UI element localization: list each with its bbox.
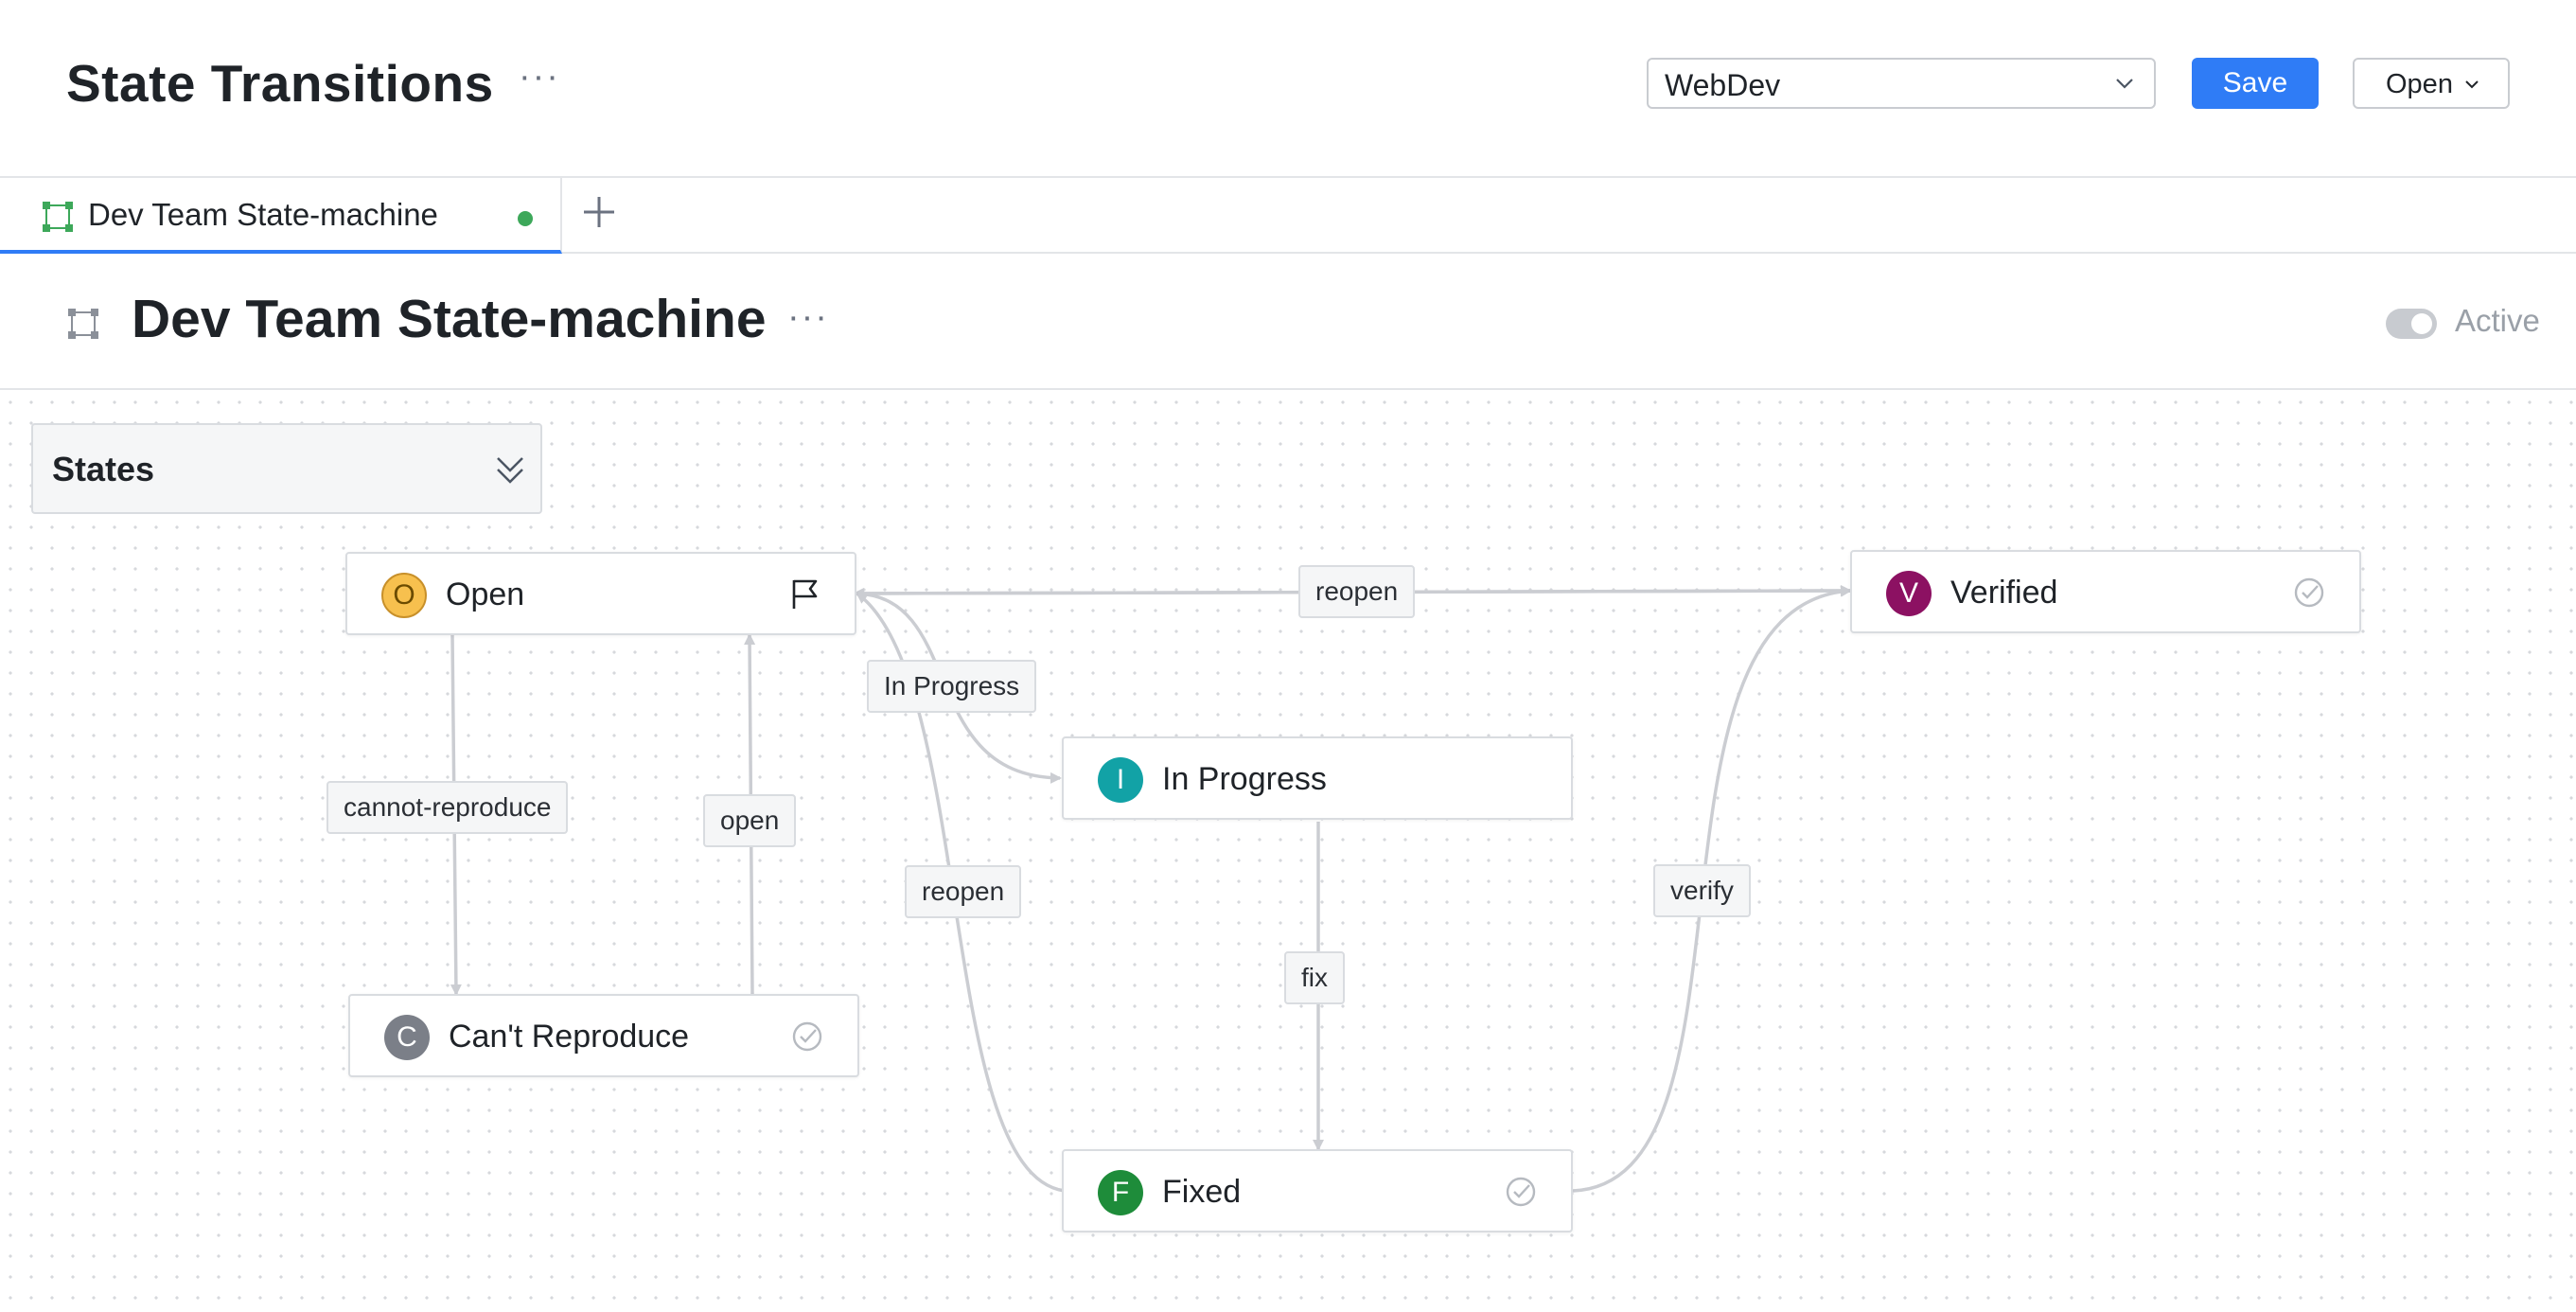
edge-label-verify[interactable]: verify — [1653, 864, 1751, 917]
unsaved-indicator — [518, 211, 533, 226]
edge-fixed-open[interactable] — [856, 592, 1066, 1193]
page-title: State Transitions — [66, 54, 494, 113]
more-options-icon[interactable]: ··· — [519, 57, 560, 97]
document-title: Dev Team State-machine — [132, 289, 767, 349]
check-circle-icon[interactable] — [789, 1019, 825, 1055]
edge-label-open[interactable]: open — [703, 794, 797, 847]
states-panel[interactable]: States — [31, 423, 542, 514]
flag-icon[interactable] — [786, 576, 822, 612]
state-badge: I — [1098, 757, 1143, 803]
state-node-verified[interactable]: V Verified — [1850, 550, 2361, 633]
toggle-knob — [2411, 313, 2432, 334]
state-badge: O — [381, 573, 427, 618]
edge-label-in-progress[interactable]: In Progress — [867, 660, 1037, 713]
state-name: In Progress — [1162, 761, 1327, 797]
document-more-icon[interactable]: ··· — [787, 297, 829, 337]
state-node-open[interactable]: O Open — [345, 552, 856, 635]
diagram-canvas[interactable] — [0, 392, 2576, 1312]
page-header: State Transitions ··· WebDev Save Open — [0, 0, 2576, 178]
states-panel-label: States — [52, 450, 155, 488]
state-name: Verified — [1950, 575, 2058, 611]
state-name: Fixed — [1162, 1174, 1242, 1210]
state-name: Can't Reproduce — [449, 1019, 690, 1055]
add-tab-icon[interactable] — [578, 191, 620, 233]
state-name: Open — [446, 576, 525, 612]
state-node-cant-reproduce[interactable]: C Can't Reproduce — [348, 994, 859, 1077]
chevron-down-icon — [2116, 79, 2133, 89]
state-node-in-progress[interactable]: I In Progress — [1062, 736, 1573, 820]
tab-bar: Dev Team State-machine — [0, 178, 2576, 254]
save-button[interactable]: Save — [2192, 58, 2319, 109]
check-circle-icon[interactable] — [1503, 1174, 1539, 1210]
edge-label-reopen[interactable]: reopen — [905, 865, 1022, 918]
active-toggle[interactable] — [2386, 309, 2437, 339]
document-header: Dev Team State-machine ··· Active — [0, 254, 2576, 390]
open-button-label: Open — [2386, 69, 2453, 99]
state-badge: C — [384, 1015, 430, 1060]
edge-label-fix[interactable]: fix — [1284, 951, 1345, 1004]
state-machine-icon — [43, 202, 73, 232]
open-button[interactable]: Open — [2353, 58, 2510, 109]
state-machine-icon — [68, 309, 98, 339]
project-select[interactable]: WebDev — [1647, 58, 2156, 109]
tab-dev-team-state-machine[interactable]: Dev Team State-machine — [0, 178, 562, 254]
edge-label-cannot-reproduce[interactable]: cannot-reproduce — [326, 781, 569, 834]
edge-label-reopen[interactable]: reopen — [1298, 565, 1416, 618]
project-select-value: WebDev — [1665, 68, 1781, 102]
state-badge: V — [1886, 571, 1932, 616]
check-circle-icon[interactable] — [2291, 575, 2327, 611]
active-label: Active — [2455, 303, 2540, 338]
state-node-fixed[interactable]: F Fixed — [1062, 1149, 1573, 1232]
expand-chevron-icon[interactable] — [495, 453, 525, 488]
tab-label: Dev Team State-machine — [88, 197, 438, 232]
state-badge: F — [1098, 1170, 1143, 1215]
chevron-down-icon — [2465, 80, 2479, 89]
